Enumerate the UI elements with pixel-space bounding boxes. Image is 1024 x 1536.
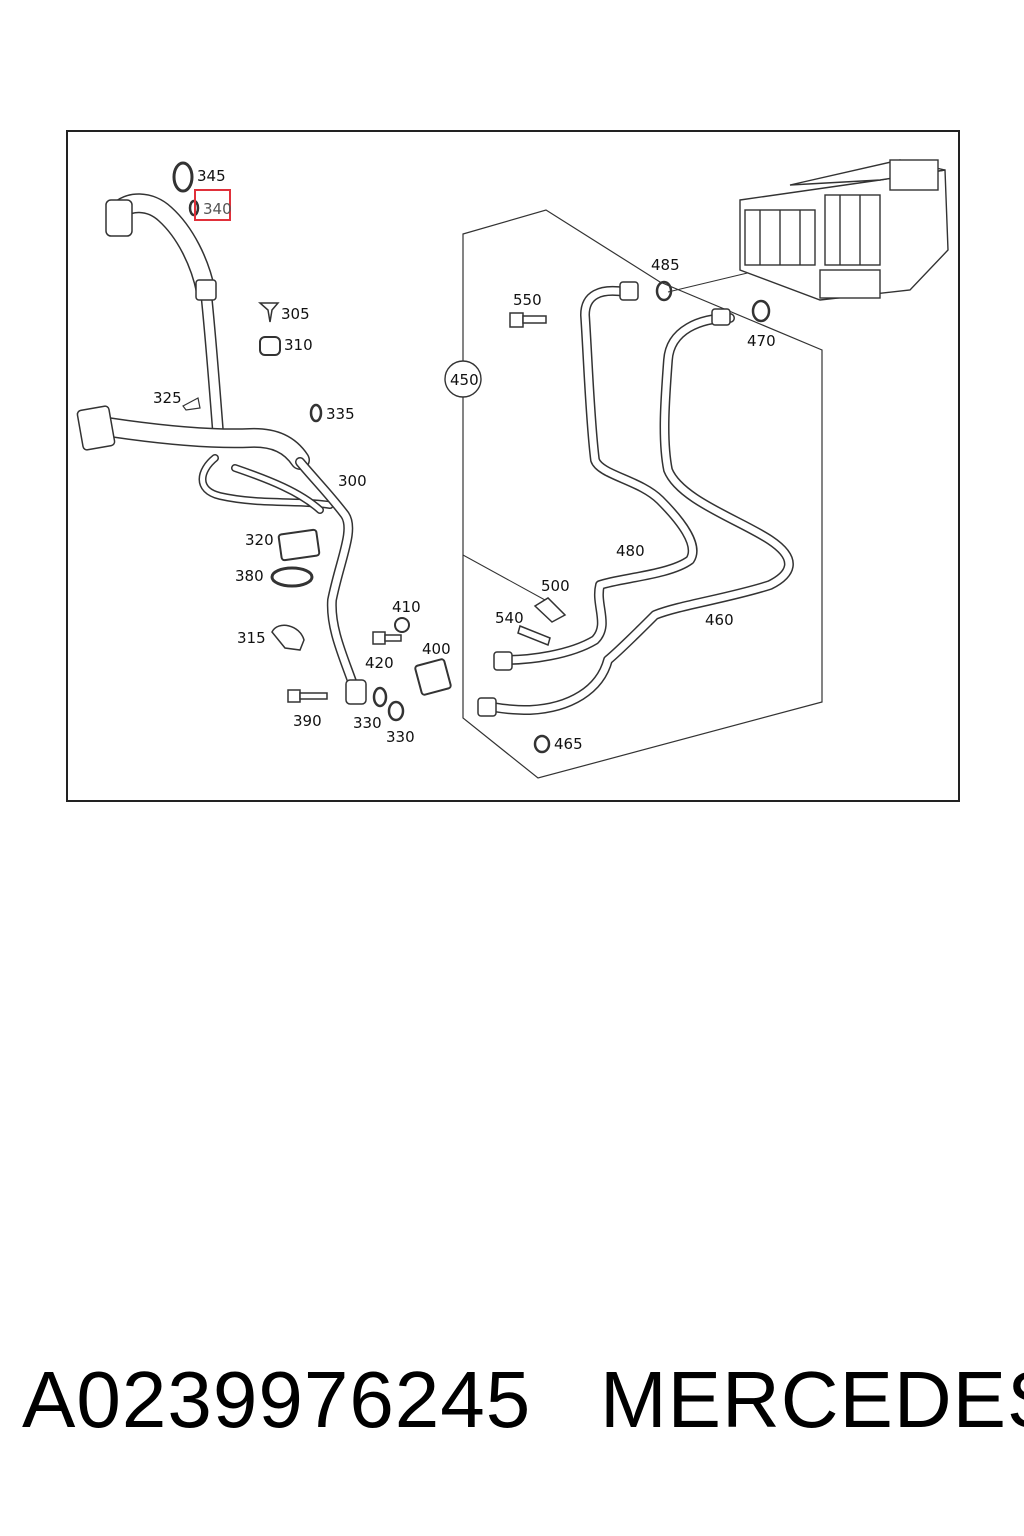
o-ring-345 <box>172 161 194 193</box>
bolt-390 <box>287 689 328 703</box>
group-outline-450 <box>462 209 823 779</box>
label-305: 305 <box>281 305 310 323</box>
label-400: 400 <box>422 640 451 658</box>
brand-name: MERCEDES <box>600 1355 1024 1444</box>
part-number: A0239976245 <box>22 1355 532 1444</box>
label-380: 380 <box>235 567 264 585</box>
o-ring-330a <box>372 686 388 708</box>
callout-circle-450 <box>444 360 482 398</box>
leader-line <box>667 269 761 293</box>
label-335: 335 <box>326 405 355 423</box>
label-345: 345 <box>197 167 226 185</box>
label-330: 330 <box>353 714 382 732</box>
pipe-fitting <box>493 651 513 671</box>
bolt-550 <box>509 312 547 328</box>
valve-400 <box>414 658 452 696</box>
label-410: 410 <box>392 598 421 616</box>
o-ring-470 <box>751 299 771 323</box>
label-340: 340 <box>203 200 232 218</box>
seal-380 <box>270 566 314 588</box>
label-500: 500 <box>541 577 570 595</box>
pipe-set-450 <box>480 286 794 715</box>
label-310: 310 <box>284 336 313 354</box>
label-330-second: 330 <box>386 728 415 746</box>
hose-connector <box>105 199 133 237</box>
hvac-unit <box>739 159 949 301</box>
clip-305 <box>258 302 280 323</box>
parts-diagram: 345 340 305 310 325 335 300 320 380 315 … <box>66 130 960 802</box>
pipe-fitting <box>711 308 731 326</box>
clip-540 <box>517 624 551 647</box>
label-450: 450 <box>450 371 479 389</box>
hose-connector <box>345 679 367 705</box>
label-470: 470 <box>747 332 776 350</box>
label-480: 480 <box>616 542 645 560</box>
label-550: 550 <box>513 291 542 309</box>
pipe-fitting <box>619 281 639 301</box>
o-ring-485 <box>655 280 673 302</box>
label-485: 485 <box>651 256 680 274</box>
highlight-box-340 <box>194 189 231 221</box>
clip-325 <box>182 397 201 411</box>
label-540: 540 <box>495 609 524 627</box>
pipe-fitting <box>477 697 497 717</box>
label-465: 465 <box>554 735 583 753</box>
o-ring-335 <box>309 403 323 423</box>
hose-sleeve <box>195 279 217 301</box>
o-ring-465 <box>533 734 551 754</box>
nut-410 <box>394 617 410 633</box>
label-460: 460 <box>705 611 734 629</box>
leader-line <box>462 554 546 601</box>
grommet-310 <box>259 336 281 356</box>
clamp-315 <box>271 624 305 651</box>
clip-500 <box>533 597 567 623</box>
bracket-320 <box>277 528 321 562</box>
hose-connector <box>76 405 116 451</box>
bolt-420 <box>372 631 402 645</box>
label-315: 315 <box>237 629 266 647</box>
label-420: 420 <box>365 654 394 672</box>
label-320: 320 <box>245 531 274 549</box>
label-325: 325 <box>153 389 182 407</box>
label-390: 390 <box>293 712 322 730</box>
hose-assembly-300 <box>85 193 360 695</box>
diagram-frame <box>66 130 960 802</box>
o-ring-330b <box>387 700 405 722</box>
label-300: 300 <box>338 472 367 490</box>
